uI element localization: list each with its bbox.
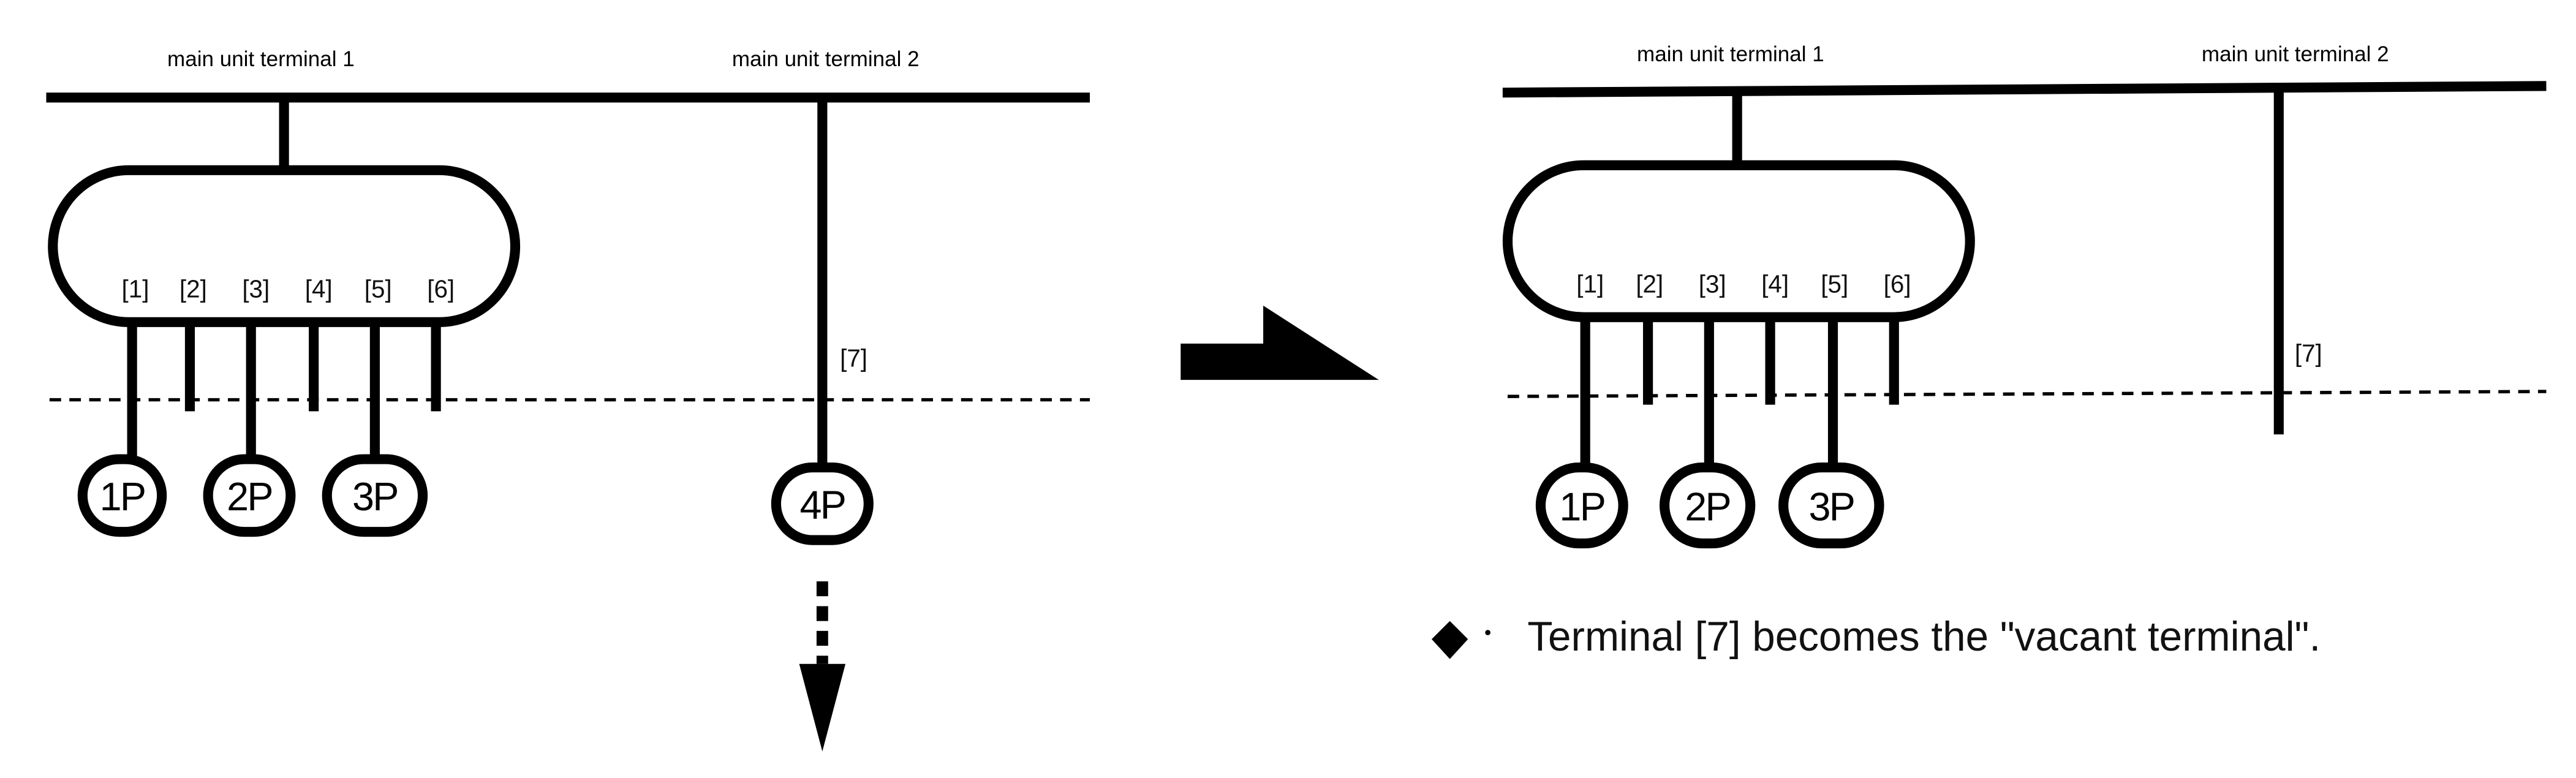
unit-3p-label: 3P bbox=[352, 474, 398, 519]
unit-1p-label: 1P bbox=[100, 474, 145, 519]
bus-label-terminal-2: main unit terminal 2 bbox=[732, 47, 920, 71]
unit-2p-circle bbox=[1659, 462, 1756, 549]
terminal-label-2: [2] bbox=[1636, 270, 1663, 298]
bus-label-terminal-1: main unit terminal 1 bbox=[1637, 42, 1824, 66]
terminal-label-3: [3] bbox=[242, 274, 270, 303]
terminal-label-7: [7] bbox=[840, 344, 867, 372]
bus-label-terminal-1: main unit terminal 1 bbox=[167, 47, 355, 71]
boundary-dashed-line bbox=[1507, 390, 2547, 398]
unit-4p-label: 4P bbox=[799, 483, 845, 527]
bus-label-terminal-2: main unit terminal 2 bbox=[2202, 42, 2389, 66]
terminal-label-5: [5] bbox=[1821, 270, 1848, 298]
terminal-label-6: [6] bbox=[1884, 270, 1911, 298]
transition-arrow-icon bbox=[1180, 305, 1379, 380]
unit-2p-label: 2P bbox=[1685, 484, 1730, 529]
branch-box bbox=[48, 165, 521, 327]
terminal-label-1: [1] bbox=[1576, 270, 1604, 298]
before-panel: main unit terminal 1 main unit terminal … bbox=[46, 47, 1090, 752]
unit-1p-circle bbox=[77, 454, 167, 537]
note-text: Terminal [7] becomes the "vacant termina… bbox=[1527, 614, 2321, 660]
unit-2p-circle bbox=[203, 454, 296, 537]
branch-box bbox=[1502, 160, 1975, 322]
diamond-icon bbox=[1432, 621, 1468, 659]
unit-1p-circle bbox=[1535, 462, 1628, 549]
terminal-label-2: [2] bbox=[179, 274, 207, 303]
terminal-label-4: [4] bbox=[1761, 270, 1789, 298]
unit-3p-label: 3P bbox=[1808, 484, 1854, 529]
terminal-label-3: [3] bbox=[1699, 270, 1726, 298]
terminal-label-6: [6] bbox=[427, 274, 455, 303]
terminal-label-4: [4] bbox=[305, 274, 333, 303]
unit-2p-label: 2P bbox=[227, 474, 272, 519]
after-panel: main unit terminal 1 main unit terminal … bbox=[1502, 42, 2547, 549]
terminal-label-1: [1] bbox=[122, 274, 149, 303]
unit-3p-circle bbox=[1778, 462, 1884, 549]
unit-4p-circle bbox=[771, 462, 874, 545]
unit-1p-label: 1P bbox=[1559, 484, 1604, 529]
terminal-label-5: [5] bbox=[364, 274, 392, 303]
terminal-label-7: [7] bbox=[2295, 339, 2322, 368]
unit-3p-circle bbox=[322, 454, 428, 537]
bullet-dot bbox=[1485, 630, 1490, 635]
main-bus-line bbox=[1502, 81, 2547, 98]
move-arrow-head-icon bbox=[799, 663, 846, 752]
